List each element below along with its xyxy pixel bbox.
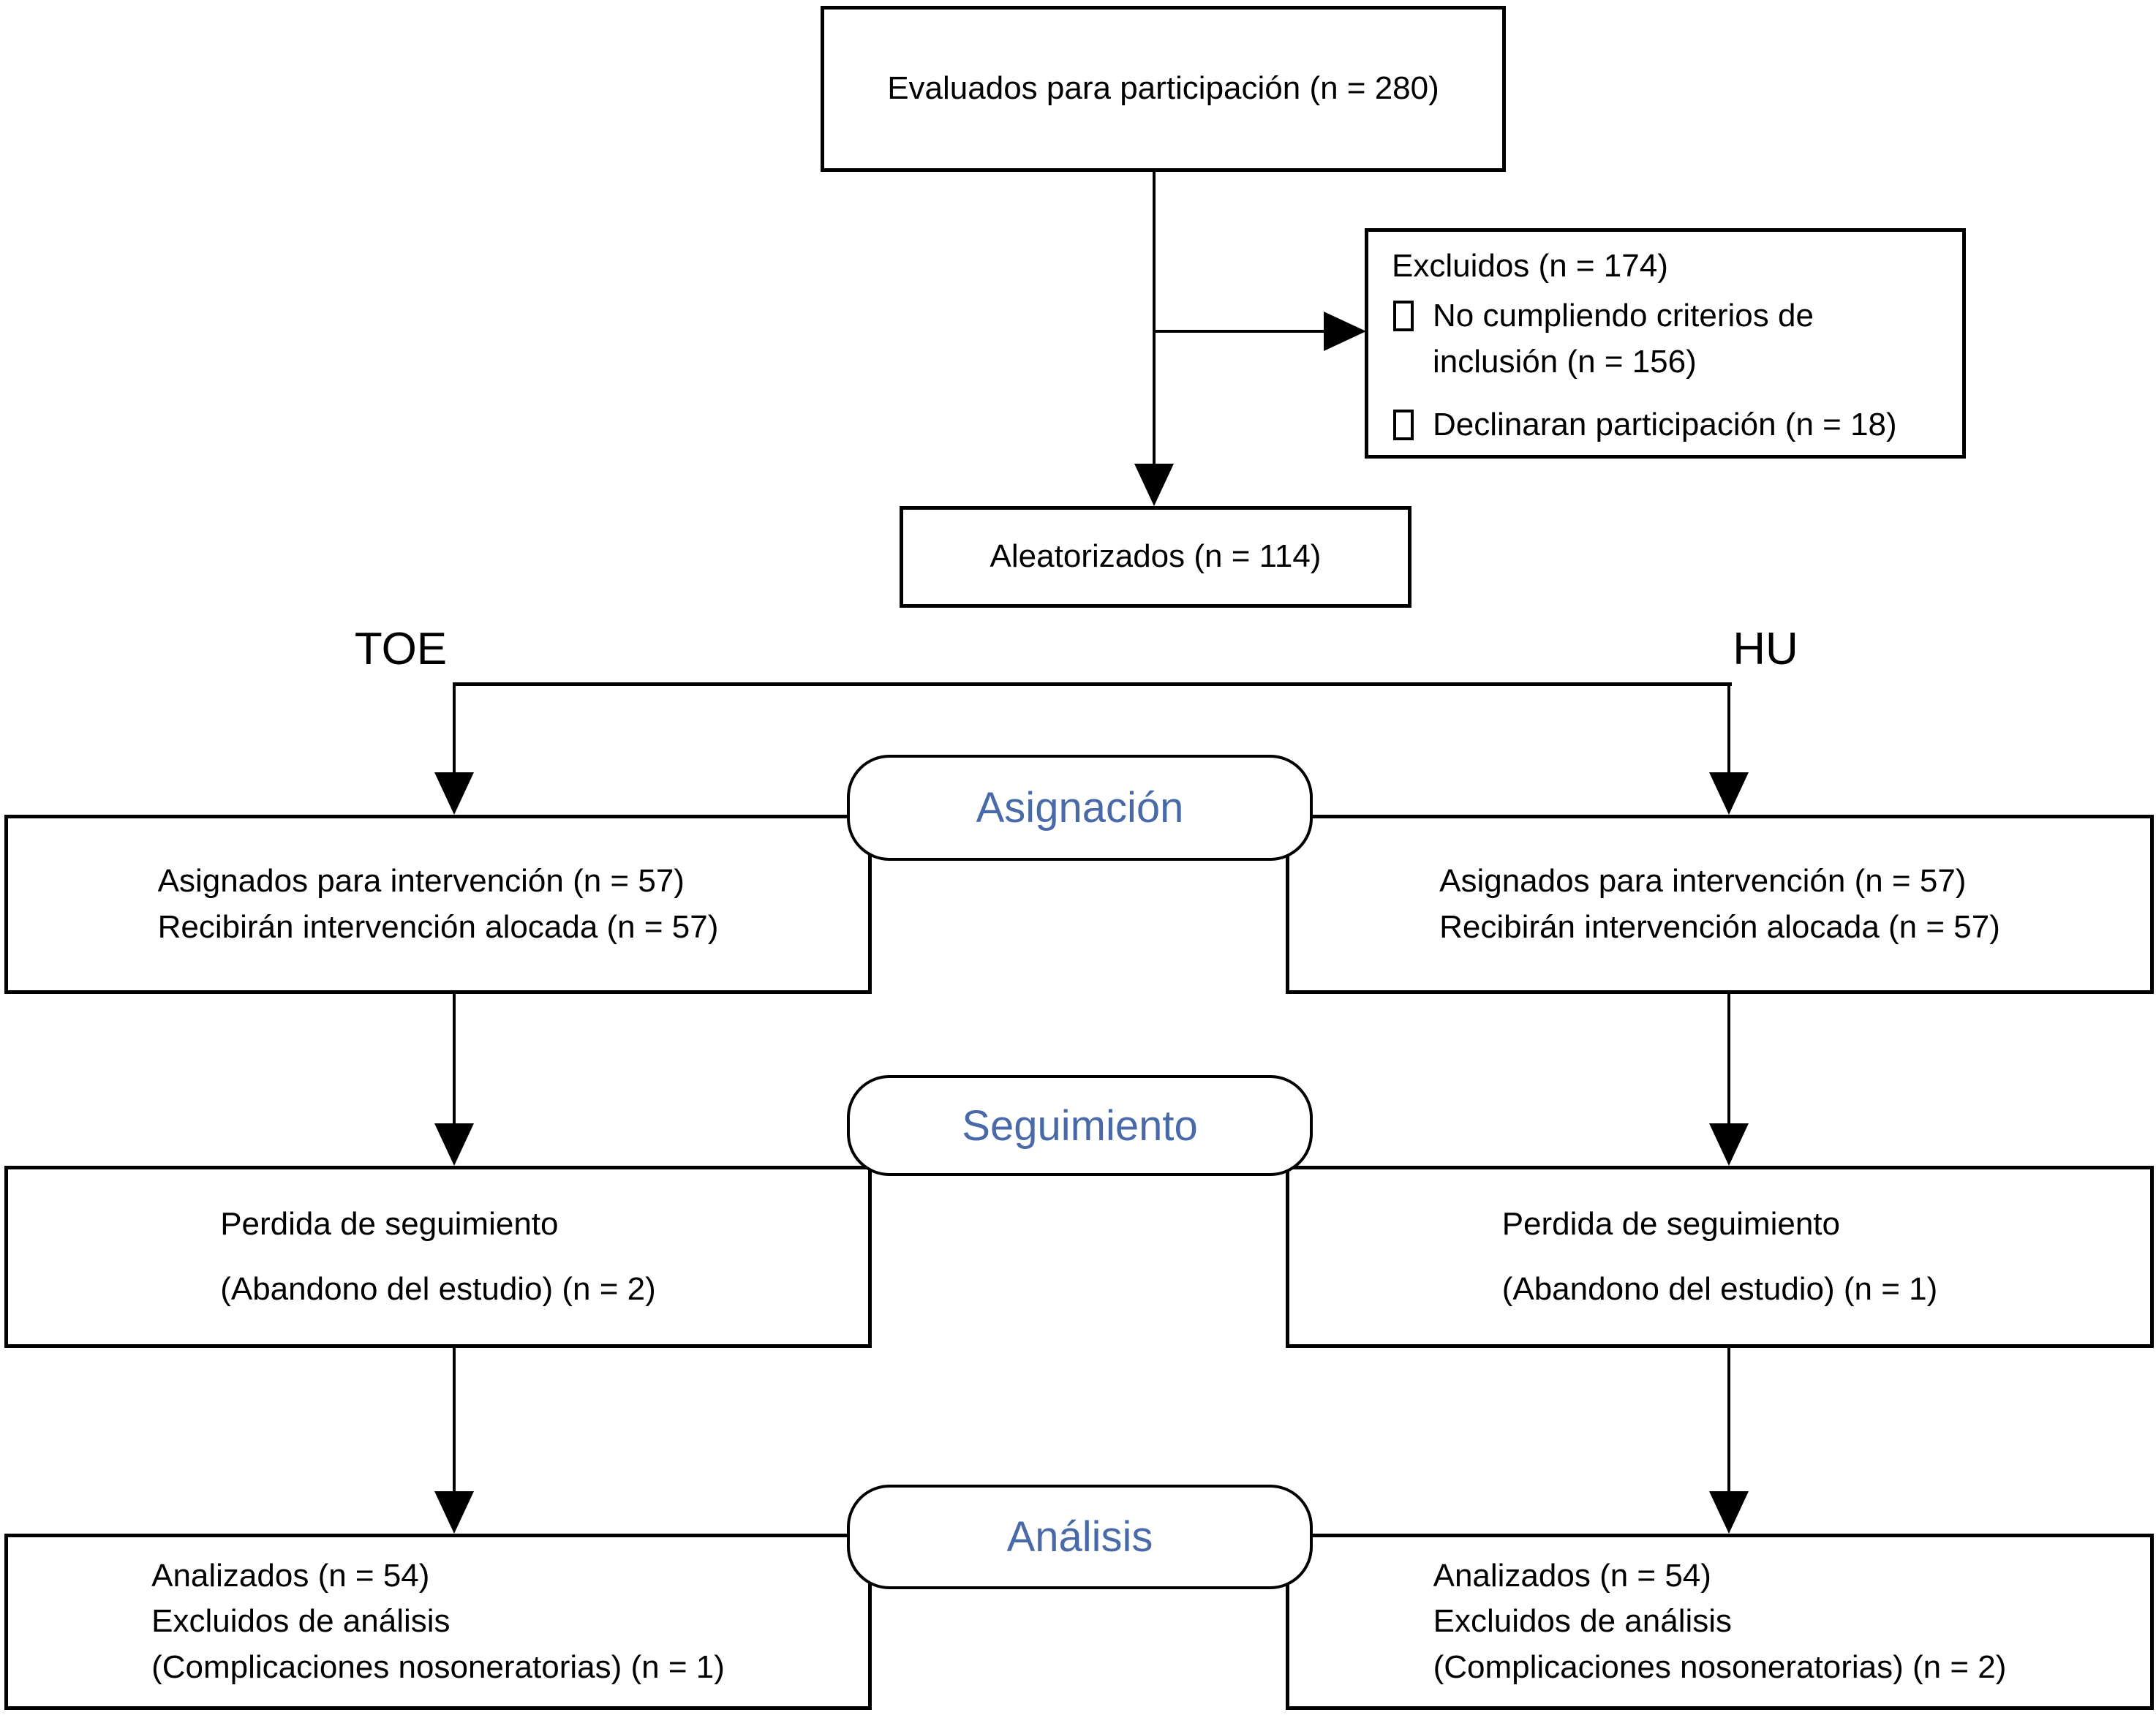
text-line: Perdida de seguimiento xyxy=(1501,1206,1840,1243)
right-followup-box: Perdida de seguimiento (Abandono del est… xyxy=(1286,1166,2154,1348)
randomized-box: Aleatorizados (n = 114) xyxy=(900,506,1411,608)
assessed-box: Evaluados para participación (n = 280) xyxy=(821,6,1506,172)
arm-label-hu: HU xyxy=(1733,624,1798,674)
excluded-item: Declinaran participación (n = 18) xyxy=(1392,402,1942,448)
text-line: Excluidos de análisis xyxy=(1433,1603,1733,1640)
text-line: Analizados (n = 54) xyxy=(1433,1557,1711,1594)
stage-seguimiento-label: Seguimiento xyxy=(962,1101,1198,1150)
connector-top-to-randomized xyxy=(1153,172,1156,466)
right-connector-assignment-followup xyxy=(1727,994,1730,1123)
arm-label-toe: TOE xyxy=(354,624,448,674)
left-connector-followup-analysis xyxy=(453,1348,456,1491)
arrowhead-right-followup xyxy=(1709,1123,1749,1166)
randomized-box-text: Aleatorizados (n = 114) xyxy=(990,538,1322,575)
right-analysis-text: Analizados (n = 54) Excluidos de análisi… xyxy=(1433,1553,2007,1690)
text-line: (Abandono del estudio) (n = 1) xyxy=(1501,1270,1938,1307)
left-followup-text: Perdida de seguimiento (Abandono del est… xyxy=(220,1202,656,1312)
arrowhead-excluded xyxy=(1324,312,1366,351)
text-line: Perdida de seguimiento xyxy=(220,1206,559,1243)
excluded-item-line: Declinaran participación (n = 18) xyxy=(1433,407,1897,443)
left-assignment-box: Asignados para intervención (n = 57) Rec… xyxy=(4,815,872,994)
left-followup-box: Perdida de seguimiento (Abandono del est… xyxy=(4,1166,872,1348)
arrowhead-randomized xyxy=(1134,464,1174,506)
excluded-box: Excluidos (n = 174) No cumpliendo criter… xyxy=(1365,228,1966,459)
left-connector-assignment-followup xyxy=(453,994,456,1123)
right-connector-followup-analysis xyxy=(1727,1348,1730,1491)
right-analysis-box: Analizados (n = 54) Excluidos de análisi… xyxy=(1286,1534,2154,1710)
branch-left-drop xyxy=(453,682,456,772)
excluded-item-text: Declinaran participación (n = 18) xyxy=(1433,402,1942,448)
text-line: (Complicaciones nosoneratorias) (n = 1) xyxy=(151,1648,725,1685)
arrowhead-right-assignment xyxy=(1709,772,1749,815)
connector-to-excluded xyxy=(1154,330,1324,333)
excluded-item-line: inclusión (n = 156) xyxy=(1433,343,1697,380)
arrowhead-left-assignment xyxy=(434,772,474,815)
excluded-title: Excluidos (n = 174) xyxy=(1392,248,1668,284)
left-analysis-text: Analizados (n = 54) Excluidos de análisi… xyxy=(151,1553,725,1690)
text-line: (Abandono del estudio) (n = 2) xyxy=(220,1270,656,1307)
text-line: Recibirán intervención alocada (n = 57) xyxy=(157,908,719,945)
text-line: Recibirán intervención alocada (n = 57) xyxy=(1439,908,2000,945)
stage-analisis: Análisis xyxy=(847,1485,1313,1589)
stage-analisis-label: Análisis xyxy=(1006,1513,1153,1561)
arrowhead-left-followup xyxy=(434,1123,474,1166)
assessed-box-text: Evaluados para participación (n = 280) xyxy=(887,70,1439,107)
missing-glyph-bullet-icon xyxy=(1393,410,1414,441)
left-analysis-box: Analizados (n = 54) Excluidos de análisi… xyxy=(4,1534,872,1710)
branch-line xyxy=(453,682,1732,686)
stage-asignacion-label: Asignación xyxy=(976,784,1184,832)
right-assignment-text: Asignados para intervención (n = 57) Rec… xyxy=(1439,859,2000,950)
stage-seguimiento: Seguimiento xyxy=(847,1075,1313,1176)
branch-right-drop xyxy=(1727,682,1730,772)
text-line: (Complicaciones nosoneratorias) (n = 2) xyxy=(1433,1648,2007,1685)
text-line: Excluidos de análisis xyxy=(151,1603,451,1640)
excluded-item-line: No cumpliendo criterios de xyxy=(1433,298,1814,334)
missing-glyph-bullet-icon xyxy=(1393,301,1414,332)
excluded-item-text: No cumpliendo criterios de inclusión (n … xyxy=(1433,293,1942,385)
text-line: Asignados para intervención (n = 57) xyxy=(157,863,685,900)
left-assignment-text: Asignados para intervención (n = 57) Rec… xyxy=(158,859,719,950)
text-line: Analizados (n = 54) xyxy=(151,1557,430,1594)
arrowhead-right-analysis xyxy=(1709,1491,1749,1534)
stage-asignacion: Asignación xyxy=(847,755,1313,861)
right-assignment-box: Asignados para intervención (n = 57) Rec… xyxy=(1286,815,2154,994)
excluded-item: No cumpliendo criterios de inclusión (n … xyxy=(1392,293,1942,385)
text-line: Asignados para intervención (n = 57) xyxy=(1439,863,1967,900)
arrowhead-left-analysis xyxy=(434,1491,474,1534)
right-followup-text: Perdida de seguimiento (Abandono del est… xyxy=(1502,1202,1938,1312)
